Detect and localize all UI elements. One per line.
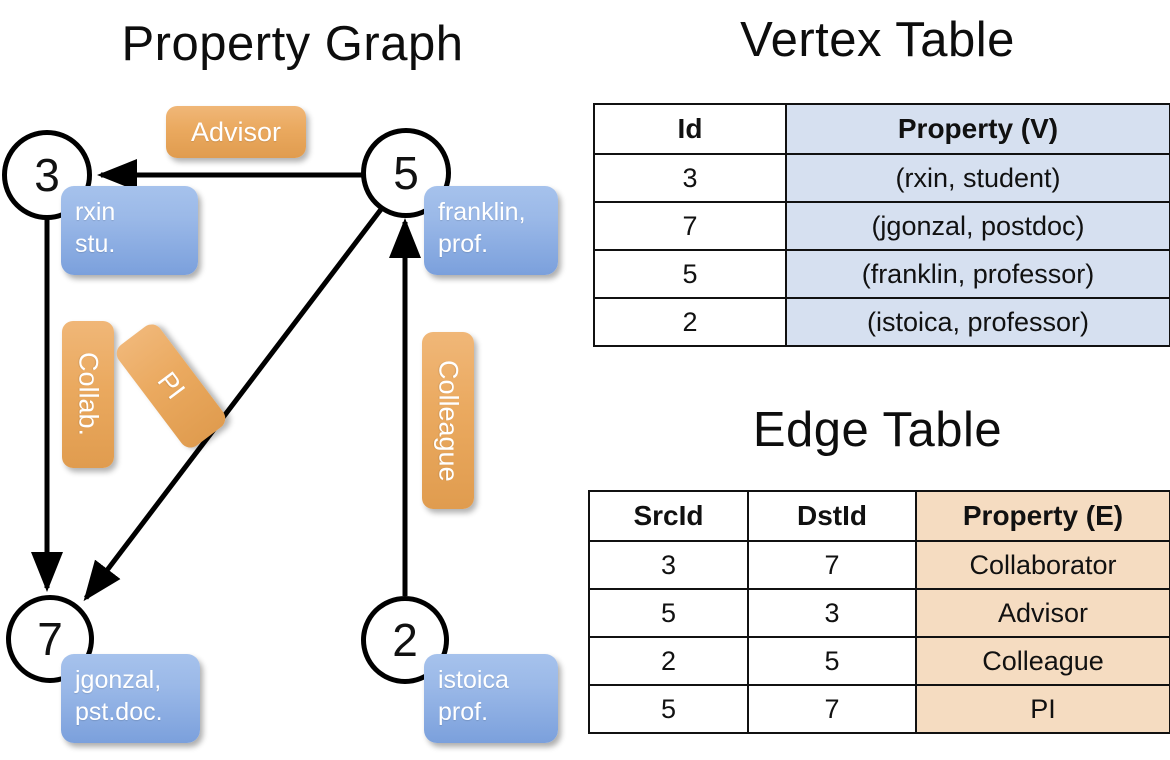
vertex-table-header-property: Property (V) <box>785 103 1170 155</box>
node-property-box-5[interactable]: franklin, prof. <box>424 186 558 275</box>
node-property-box-7[interactable]: jgonzal, pst.doc. <box>61 654 200 743</box>
node-property-line: rxin <box>75 198 116 226</box>
edge-cell-dstid: 5 <box>747 636 917 686</box>
table-row[interactable]: 2 (istoica, professor) <box>593 297 1170 347</box>
vertex-cell-property: (franklin, professor) <box>785 249 1170 299</box>
edge-cell-srcid: 3 <box>588 540 749 590</box>
edge-label-collab[interactable]: Collab. <box>62 321 114 468</box>
table-row[interactable]: 3 7 Collaborator <box>588 540 1170 590</box>
edge-cell-property: Collaborator <box>915 540 1170 590</box>
vertex-cell-id: 7 <box>593 201 787 251</box>
graph-node-5-label: 5 <box>393 147 419 199</box>
page-title-vertex-table: Vertex Table <box>740 13 1015 67</box>
edge-cell-property: PI <box>915 684 1170 734</box>
edge-label-collab-text: Collab. <box>73 352 104 437</box>
table-header-row: SrcId DstId Property (E) <box>588 490 1170 542</box>
node-property-line: jgonzal, <box>75 666 162 694</box>
node-property-line: prof. <box>438 698 489 726</box>
vertex-cell-id: 2 <box>593 297 787 347</box>
node-property-box-3[interactable]: rxin stu. <box>61 186 198 275</box>
edge-label-colleague[interactable]: Colleague <box>422 332 474 509</box>
node-property-box-2[interactable]: istoica prof. <box>424 654 558 743</box>
table-row[interactable]: 5 3 Advisor <box>588 588 1170 638</box>
edge-label-colleague-text: Colleague <box>433 359 464 482</box>
vertex-cell-id: 3 <box>593 153 787 203</box>
edge-label-advisor-text: Advisor <box>190 116 282 147</box>
table-row[interactable]: 7 (jgonzal, postdoc) <box>593 201 1170 251</box>
edge-cell-dstid: 3 <box>747 588 917 638</box>
node-property-line: pst.doc. <box>75 698 163 726</box>
edge-table-header-dstid: DstId <box>747 490 917 542</box>
vertex-table: Id Property (V) 3 (rxin, student) 7 (jgo… <box>593 103 1170 347</box>
edge-table: SrcId DstId Property (E) 3 7 Collaborato… <box>588 490 1170 734</box>
edge-label-advisor[interactable]: Advisor <box>166 106 306 158</box>
table-row[interactable]: 2 5 Colleague <box>588 636 1170 686</box>
edge-cell-dstid: 7 <box>747 540 917 590</box>
graph-node-5[interactable]: 5 <box>361 128 451 218</box>
vertex-cell-property: (jgonzal, postdoc) <box>785 201 1170 251</box>
page-title-property-graph: Property Graph <box>121 17 464 71</box>
edge-table-header-property: Property (E) <box>915 490 1170 542</box>
edge-cell-srcid: 5 <box>588 588 749 638</box>
node-property-line: stu. <box>75 230 116 258</box>
edge-line-pi <box>83 206 384 602</box>
table-row[interactable]: 3 (rxin, student) <box>593 153 1170 203</box>
edge-cell-property: Colleague <box>915 636 1170 686</box>
edge-label-pi-text: PI <box>151 366 192 405</box>
page-title-edge-table: Edge Table <box>752 403 1003 457</box>
table-row[interactable]: 5 7 PI <box>588 684 1170 734</box>
vertex-table-header-id: Id <box>593 103 787 155</box>
graph-edges-svg <box>31 159 421 602</box>
vertex-cell-property: (rxin, student) <box>785 153 1170 203</box>
graph-node-2-label: 2 <box>392 614 418 666</box>
edge-cell-srcid: 2 <box>588 636 749 686</box>
edge-table-header-srcid: SrcId <box>588 490 749 542</box>
table-header-row: Id Property (V) <box>593 103 1170 155</box>
graph-node-2[interactable]: 2 <box>361 596 449 684</box>
edge-cell-dstid: 7 <box>747 684 917 734</box>
graph-node-3-label: 3 <box>34 149 60 201</box>
edge-cell-srcid: 5 <box>588 684 749 734</box>
property-graph-diagram: 3 5 7 2 rxin stu. franklin, prof. jgonza… <box>2 106 558 743</box>
node-property-line: prof. <box>438 230 489 258</box>
vertex-cell-property: (istoica, professor) <box>785 297 1170 347</box>
table-row[interactable]: 5 (franklin, professor) <box>593 249 1170 299</box>
node-property-line: istoica <box>438 666 509 694</box>
graph-node-7-label: 7 <box>37 613 63 665</box>
node-property-line: franklin, <box>438 198 526 226</box>
edge-cell-property: Advisor <box>915 588 1170 638</box>
vertex-cell-id: 5 <box>593 249 787 299</box>
